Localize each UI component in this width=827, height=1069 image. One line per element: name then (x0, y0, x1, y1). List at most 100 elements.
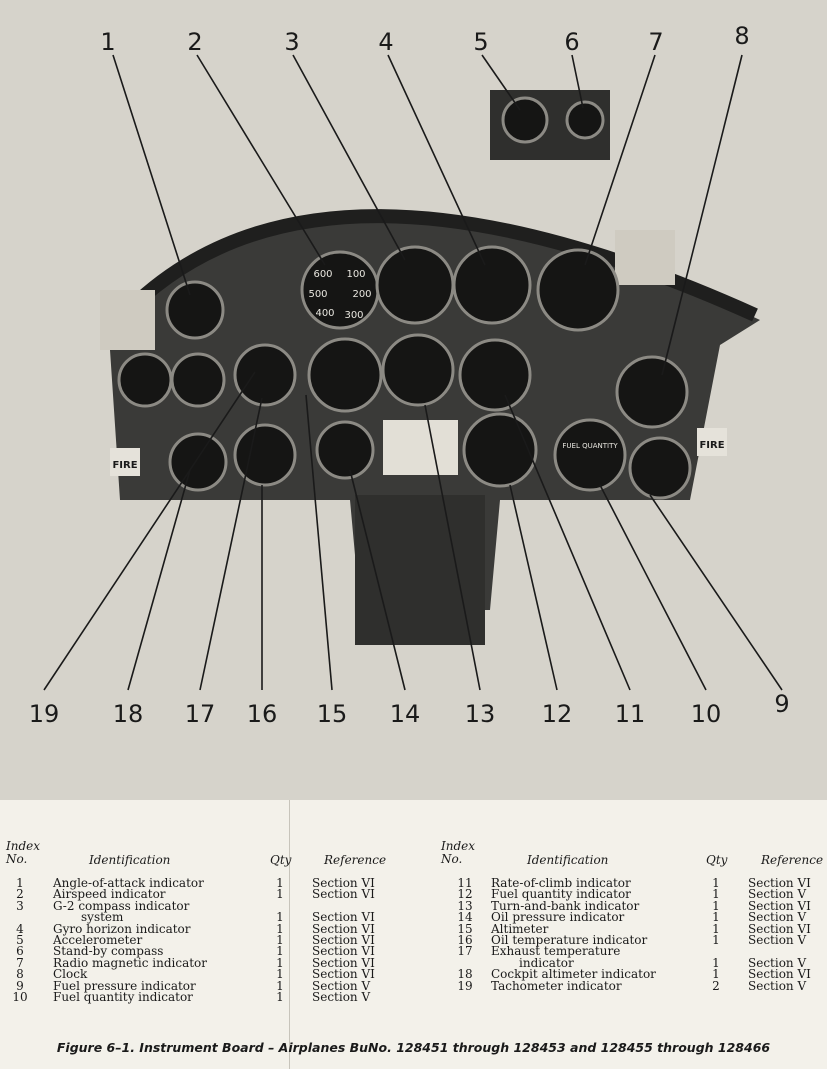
quantity: 1 (712, 932, 720, 947)
header-identification: Identification (527, 853, 609, 867)
airspeed-mark-400: 400 (315, 308, 334, 319)
svg-text:FIRE: FIRE (699, 440, 724, 451)
identification: Stand-by compass (53, 944, 164, 959)
legend-row: indicator 1 Section V (441, 955, 827, 970)
index-number: 13 (457, 898, 473, 913)
index-number: 1 (16, 876, 24, 890)
index-number: 7 (16, 955, 24, 970)
gauge-fuel-quantity-right (553, 418, 627, 492)
identification: Rate-of-climb indicator (491, 876, 631, 890)
reference: Section VI (312, 887, 375, 902)
airspeed-mark-600: 600 (313, 269, 332, 280)
reference: Section VI (312, 910, 375, 925)
callout-8: 8 (734, 22, 749, 50)
gauge-accelerometer (501, 96, 549, 144)
quantity: 1 (276, 876, 284, 890)
quantity: 1 (712, 955, 720, 970)
gauge-clock (615, 355, 689, 429)
gauge-cockpit-altimeter (168, 432, 228, 492)
identification: Altimeter (491, 921, 549, 936)
svg-text:FIRE: FIRE (112, 460, 137, 471)
gauge-altimeter (307, 337, 383, 413)
index-number: 6 (16, 944, 24, 959)
header-qty: Qty (706, 853, 728, 867)
reference: Section VI (312, 876, 375, 890)
reference: Section V (748, 887, 807, 902)
identification: Airspeed indicator (53, 887, 166, 902)
index-number: 4 (16, 921, 24, 936)
reference: Section VI (748, 921, 811, 936)
index-number: 15 (457, 921, 473, 936)
index-number: 5 (16, 932, 24, 947)
callout-5: 5 (473, 28, 488, 56)
callout-13: 13 (465, 700, 496, 728)
quantity: 1 (712, 921, 720, 936)
index-number: 11 (457, 876, 473, 890)
callout-2: 2 (187, 28, 202, 56)
reference: Section VI (748, 898, 811, 913)
reference: Section V (312, 989, 371, 1004)
identification-legend: Index No. Identification Qty Reference 1… (0, 830, 827, 1035)
lower-console (355, 495, 485, 645)
header-qty: Qty (270, 853, 292, 867)
label-plate-center (383, 420, 458, 475)
identification: Turn-and-bank indicator (491, 898, 640, 913)
instrument-board-photo: 600 100 500 200 400 300 FIRE FIRE FUEL Q… (0, 0, 827, 800)
header-identification: Identification (89, 853, 171, 867)
gauge-exhaust-temperature (233, 343, 297, 407)
index-number: 14 (457, 910, 473, 925)
index-number: 19 (457, 978, 473, 993)
quantity: 1 (712, 910, 720, 925)
identification: system (81, 910, 124, 925)
gauge-g2-compass (375, 245, 455, 325)
quantity: 1 (276, 910, 284, 925)
fuel-quantity-dial-label: FUEL QUANTITY (562, 442, 618, 450)
identification: Clock (53, 967, 88, 982)
callout-12: 12 (542, 700, 573, 728)
callout-15: 15 (317, 700, 348, 728)
callout-17: 17 (185, 700, 216, 728)
leader-lines (43, 54, 783, 691)
reference: Section VI (312, 944, 375, 959)
reference: Section VI (748, 876, 811, 890)
quantity: 1 (276, 932, 284, 947)
callout-18: 18 (113, 700, 144, 728)
reference: Section V (748, 955, 807, 970)
quantity: 1 (276, 955, 284, 970)
gauge-fuel-quantity-center (462, 412, 538, 488)
fire-button-left: FIRE (110, 448, 140, 476)
gauge-group (117, 96, 692, 500)
reference: Section V (748, 978, 807, 993)
index-number: 8 (16, 967, 24, 982)
quantity: 1 (276, 978, 284, 993)
reference: Section VI (312, 967, 375, 982)
quantity: 1 (712, 898, 720, 913)
identification: G-2 compass indicator (53, 898, 190, 913)
legend-row: 15 Altimeter 1 Section VI (441, 921, 827, 936)
index-number: 2 (16, 887, 24, 902)
gauge-tachometer-right (170, 352, 226, 408)
quantity: 1 (276, 989, 284, 1004)
gauge-gyro-horizon (452, 245, 532, 325)
index-number: 18 (457, 967, 473, 982)
instrument-board-illustration: 600 100 500 200 400 300 FIRE FIRE FUEL Q… (29, 22, 790, 728)
gauge-standby-compass (565, 100, 605, 140)
quantity: 2 (712, 978, 720, 993)
index-number: 17 (457, 944, 473, 959)
reference: Section V (748, 910, 807, 925)
identification: Accelerometer (53, 932, 143, 947)
callout-6: 6 (564, 28, 579, 56)
label-plate-right (615, 230, 675, 285)
identification: indicator (519, 955, 574, 970)
